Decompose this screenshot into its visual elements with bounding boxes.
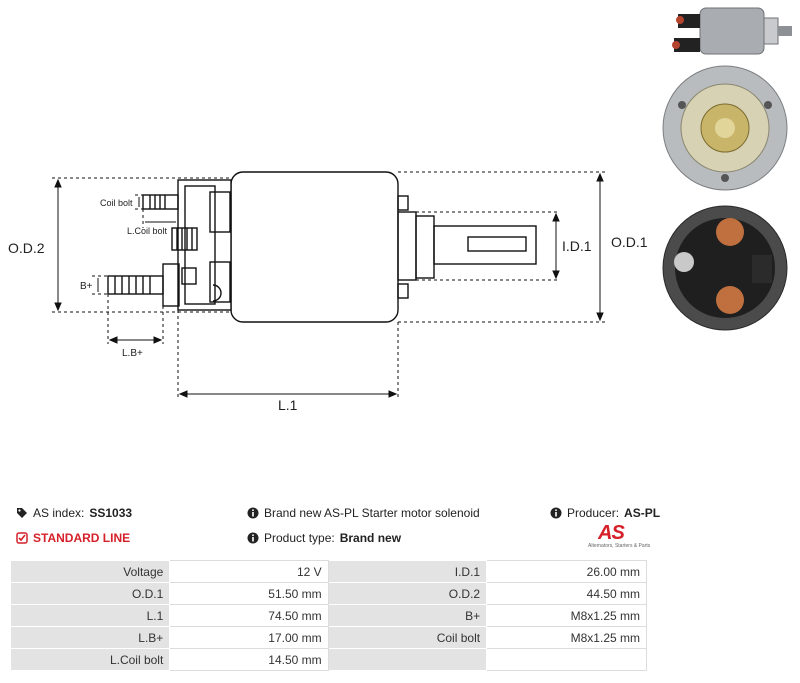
as-pl-logo: AS Alternators, Starters & Parts — [588, 522, 651, 550]
technical-drawing: O.D.2 O.D.1 I.D.1 L.1 L.B+ B+ Coil bolt … — [8, 171, 648, 413]
spec-label: L.B+ — [9, 626, 171, 649]
l1-label: L.1 — [278, 397, 298, 413]
spec-value: M8x1.25 mm — [486, 604, 647, 627]
spec-value: M8x1.25 mm — [486, 626, 647, 649]
product-photos — [662, 7, 792, 331]
coil-bolt-label: Coil bolt — [100, 198, 133, 208]
front-view-photo — [662, 65, 788, 191]
product-info: AS index: SS1033 STANDARD LINE Brand new… — [0, 500, 800, 560]
info-icon — [247, 532, 259, 544]
bplus-label: B+ — [80, 281, 93, 292]
spec-value: 14.50 mm — [169, 648, 329, 671]
spec-label: L.1 — [9, 604, 171, 627]
logo-tagline: Alternators, Starters & Parts — [588, 543, 651, 549]
as-index-label: AS index: — [33, 506, 85, 520]
od2-label: O.D.2 — [8, 240, 45, 256]
spec-label: Coil bolt — [327, 626, 488, 649]
product-type-value: Brand new — [339, 531, 402, 545]
side-view-photo — [672, 7, 792, 55]
producer-value: AS-PL — [624, 506, 661, 520]
spec-value: 74.50 mm — [169, 604, 329, 627]
spec-value: 12 V — [169, 560, 329, 583]
spec-label: Voltage — [9, 560, 171, 583]
producer: Producer: AS-PL — [550, 506, 660, 520]
standard-line: STANDARD LINE — [16, 531, 130, 545]
standard-line-label: STANDARD LINE — [33, 531, 131, 545]
producer-label: Producer: — [567, 506, 620, 520]
l-coil-bolt-label: L.Coil bolt — [127, 226, 168, 236]
tag-icon — [17, 508, 27, 518]
spec-label: O.D.1 — [9, 582, 171, 605]
description-text: Brand new AS-PL Starter motor solenoid — [264, 506, 480, 520]
spec-label: L.Coil bolt — [9, 648, 171, 671]
description: Brand new AS-PL Starter motor solenoid — [247, 506, 480, 520]
info-icon — [550, 507, 562, 519]
id1-label: I.D.1 — [562, 238, 592, 254]
product-type: Product type: Brand new — [247, 531, 401, 545]
check-icon — [16, 532, 28, 544]
product-type-label: Product type: — [264, 531, 335, 545]
spec-label — [327, 648, 488, 671]
info-icon — [247, 507, 259, 519]
spec-value: 17.00 mm — [169, 626, 329, 649]
spec-label: B+ — [327, 604, 488, 627]
od1-label: O.D.1 — [611, 234, 648, 250]
lb-label: L.B+ — [122, 348, 143, 359]
as-index: AS index: SS1033 — [16, 506, 132, 520]
back-view-photo — [662, 205, 788, 331]
spec-value — [486, 648, 647, 671]
as-index-value: SS1033 — [89, 506, 133, 520]
spec-value: 44.50 mm — [486, 582, 647, 605]
spec-value: 26.00 mm — [486, 560, 647, 583]
spec-label: O.D.2 — [327, 582, 488, 605]
logo-mark: AS — [598, 522, 625, 544]
spec-label: I.D.1 — [327, 560, 488, 583]
spec-value: 51.50 mm — [169, 582, 329, 605]
